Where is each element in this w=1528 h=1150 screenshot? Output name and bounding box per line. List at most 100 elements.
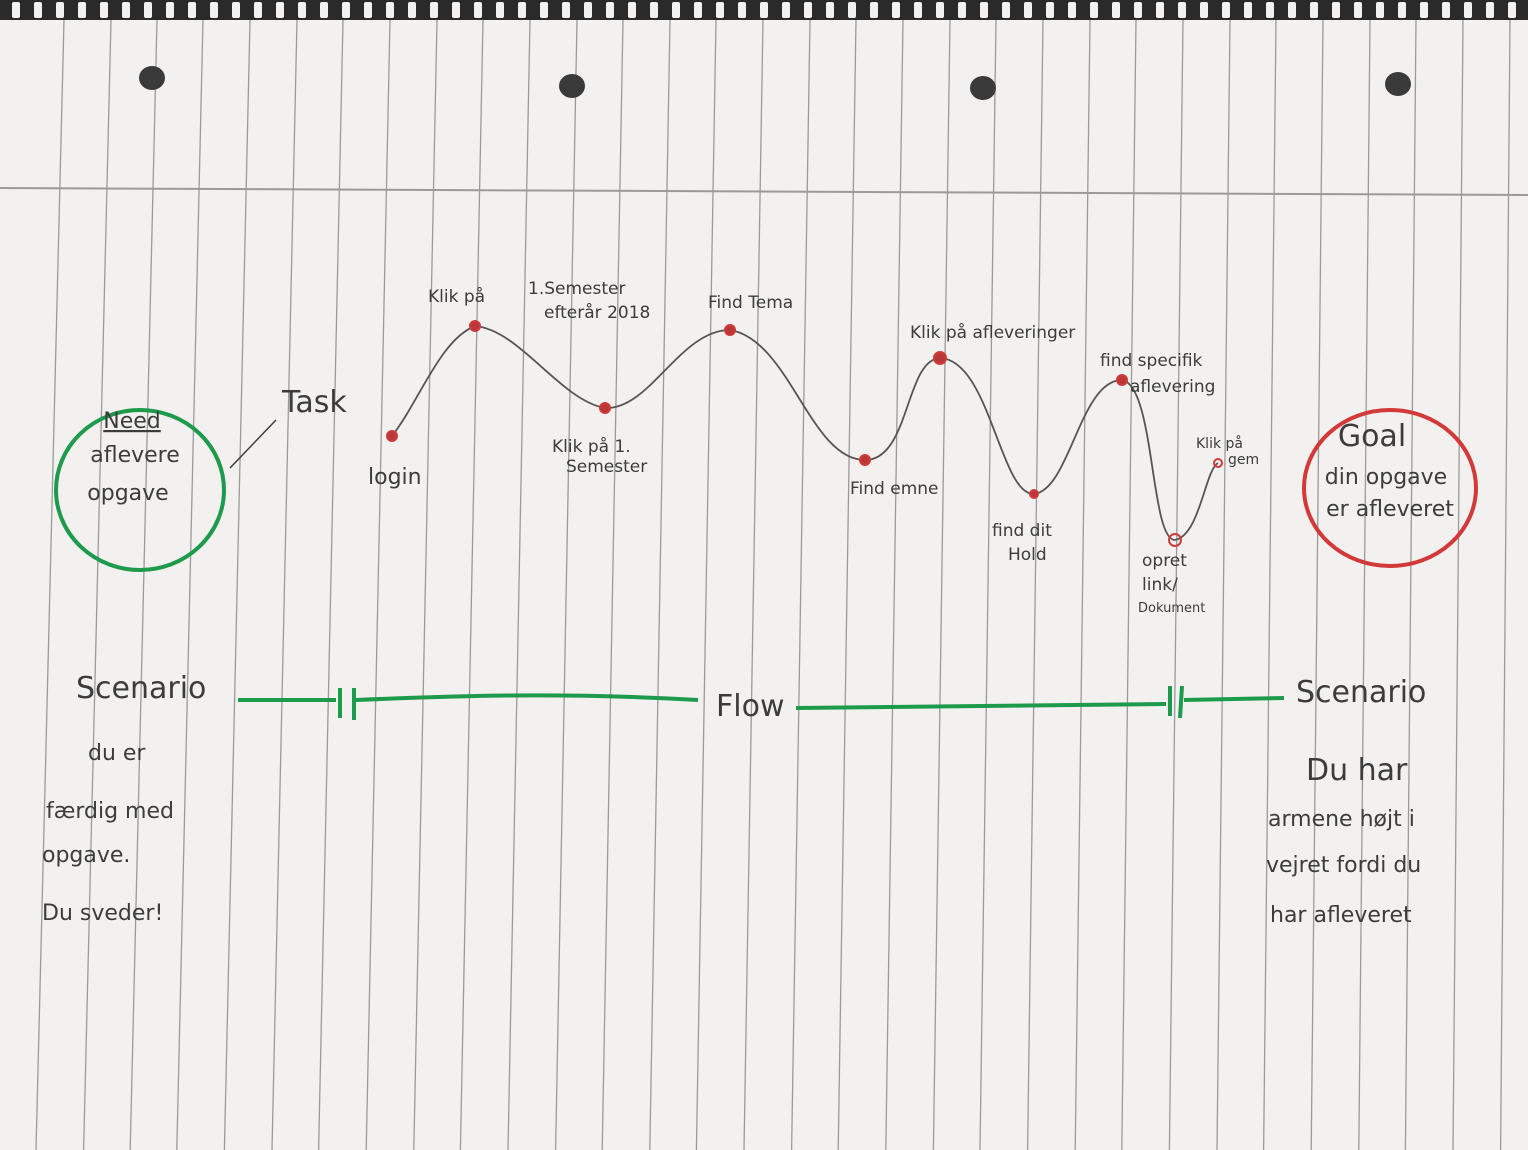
- spiral-loop: [1024, 2, 1032, 18]
- spiral-loop: [716, 2, 724, 18]
- ruled-line: [459, 19, 484, 1150]
- spiral-loop: [1266, 2, 1274, 18]
- step-label-find-hold-line1: find dit: [992, 521, 1052, 541]
- step-label-find-tema: Find Tema: [708, 293, 793, 313]
- ruled-line: [365, 19, 391, 1150]
- step-labels: login Klik på 1.Semester efterår 2018 Kl…: [368, 279, 1259, 616]
- punch-holes: [139, 66, 1411, 100]
- spiral-loop: [1464, 2, 1472, 18]
- spiral-loop: [1508, 2, 1516, 18]
- ruled-line: [601, 19, 624, 1150]
- spiral-loop: [1244, 2, 1252, 18]
- ruled-line: [1168, 19, 1184, 1150]
- spiral-loop: [518, 2, 526, 18]
- spiral-loop: [452, 2, 460, 18]
- spiral-loop: [166, 2, 174, 18]
- spiral-loop: [1332, 2, 1340, 18]
- scenario-right-line-4: har afleveret: [1270, 903, 1412, 928]
- spiral-loop: [430, 2, 438, 18]
- step-label-find-emne: Find emne: [850, 479, 939, 499]
- spiral-loop: [1178, 2, 1186, 18]
- spiral-loop: [650, 2, 658, 18]
- spiral-loop: [606, 2, 614, 18]
- ruled-line: [82, 19, 112, 1150]
- step-label-klik-semester-line1: Klik på 1.: [552, 436, 631, 457]
- spiral-loop: [1420, 2, 1428, 18]
- spiral-loop: [1090, 2, 1098, 18]
- spiral-loop: [56, 2, 64, 18]
- spiral-loop: [474, 2, 482, 18]
- need-line-2: opgave: [87, 481, 168, 506]
- step-label-semester-2018-line1: 1.Semester: [528, 279, 625, 299]
- need-node: Need aflevere opgave: [54, 408, 226, 572]
- ruled-line: [1262, 19, 1277, 1150]
- ruled-line: [176, 19, 204, 1150]
- step-point-afleveringer: [933, 351, 947, 365]
- ruled-line: [507, 19, 531, 1150]
- ruled-line: [743, 19, 764, 1150]
- step-label-afleveringer: Klik på afleveringer: [910, 322, 1075, 343]
- spiral-loop: [958, 2, 966, 18]
- timeline-segment-right: [1183, 696, 1285, 702]
- step-point-specifik: [1116, 374, 1128, 386]
- scenario-left-line-1: du er: [88, 741, 146, 766]
- ruled-line: [271, 19, 298, 1150]
- ruled-lines: [35, 19, 1511, 1150]
- need-circle: [54, 408, 226, 572]
- ruled-line: [885, 19, 904, 1150]
- spiral-loop: [914, 2, 922, 18]
- scenario-left-line-2: færdig med: [46, 799, 174, 824]
- timeline-segment-mid-left: [355, 693, 699, 702]
- step-label-gem-line2: gem: [1228, 452, 1259, 468]
- ruled-line: [1121, 19, 1137, 1150]
- spiral-loop: [562, 2, 570, 18]
- timeline: Scenario Flow Scenario: [76, 671, 1426, 724]
- step-label-gem-line1: Klik på: [1196, 435, 1243, 452]
- spiral-loop: [496, 2, 504, 18]
- spiral-loop: [188, 2, 196, 18]
- ruled-line: [1404, 19, 1417, 1150]
- spiral-loop: [34, 2, 42, 18]
- scenario-left-text: du er færdig med opgave. Du sveder!: [42, 741, 174, 926]
- scenario-right-line-3: vejret fordi du: [1266, 853, 1421, 878]
- need-task-connector: [229, 419, 277, 469]
- step-point-login: [386, 430, 398, 442]
- timeline-segment-mid-right: [795, 702, 1167, 710]
- step-point-klik-semester-2018: [469, 320, 481, 332]
- spiral-loop: [122, 2, 130, 18]
- step-label-specifik-line1: find specifik: [1100, 351, 1203, 371]
- spiral-loop: [540, 2, 548, 18]
- step-point-klik-semester: [599, 402, 611, 414]
- spiral-loop: [628, 2, 636, 18]
- spiral-loop: [320, 2, 328, 18]
- step-point-gem: [1213, 458, 1223, 468]
- spiral-loop: [738, 2, 746, 18]
- step-label-opret-line2: link/: [1142, 575, 1178, 595]
- step-point-find-emne: [859, 454, 871, 466]
- spiral-loop: [408, 2, 416, 18]
- scenario-left-line-4: Du sveder!: [42, 901, 163, 926]
- ruled-line: [649, 19, 671, 1150]
- ruled-line: [932, 19, 951, 1150]
- spiral-loop: [1200, 2, 1208, 18]
- ruled-line: [1310, 19, 1324, 1150]
- spiral-loop: [980, 2, 988, 18]
- spiral-loop: [1288, 2, 1296, 18]
- top-margin-line: [0, 187, 1528, 196]
- ruled-line: [1074, 19, 1091, 1150]
- timeline-right-label: Scenario: [1296, 675, 1426, 710]
- spiral-loop: [1376, 2, 1384, 18]
- step-label-opret-line3: Dokument: [1138, 601, 1205, 616]
- ruled-line: [1452, 19, 1464, 1150]
- spiral-loop: [232, 2, 240, 18]
- spiral-loop: [1156, 2, 1164, 18]
- spiral-loop: [826, 2, 834, 18]
- spiral-loop: [1046, 2, 1054, 18]
- spiral-loop: [1112, 2, 1120, 18]
- scenario-left-line-3: opgave.: [42, 843, 130, 868]
- need-title: Need: [103, 409, 161, 434]
- scenario-right-line-1: Du har: [1306, 753, 1408, 788]
- spiral-loop: [12, 2, 20, 18]
- spiral-loop: [298, 2, 306, 18]
- spiral-loop: [672, 2, 680, 18]
